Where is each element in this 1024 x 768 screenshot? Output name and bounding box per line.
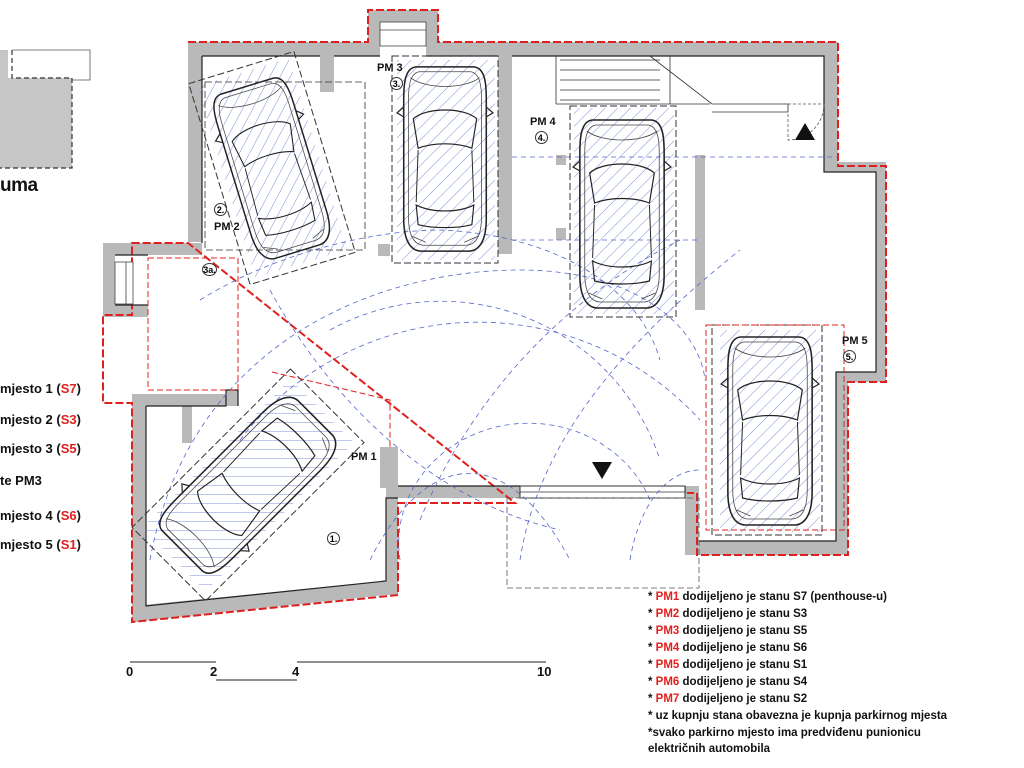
scale-label: 10: [537, 664, 552, 679]
parking-bay-3: [391, 55, 499, 264]
scale-label: 4: [292, 664, 300, 679]
parking-bay-3a: [147, 257, 239, 391]
allocation-note: * PM7 dodijeljeno je stanu S2: [648, 693, 808, 705]
allocation-note: * PM1 dodijeljeno je stanu S7 (penthouse…: [648, 591, 887, 603]
legend-row: mjesto 3 (S5): [0, 441, 81, 456]
building-outline: [102, 9, 887, 624]
legend-row: te PM3: [0, 473, 42, 488]
spot-label-pm2: PM 2: [214, 221, 240, 233]
spot-label-pm3: PM 3: [377, 62, 403, 74]
spot-number-5: 5.: [843, 350, 856, 363]
scale-bar: [130, 661, 546, 681]
spot-number-4: 4.: [535, 131, 548, 144]
allocation-note: * PM6 dodijeljeno je stanu S4: [648, 676, 808, 688]
spot-number-3a: 3a.: [202, 263, 217, 276]
spot-number-1: 1.: [327, 532, 340, 545]
spot-label-pm1: PM 1: [351, 451, 377, 463]
neighbor-building: [0, 49, 91, 169]
legend-row: mjesto 4 (S6): [0, 508, 81, 523]
scale-label: 2: [210, 664, 218, 679]
spot-number-2: 2.: [214, 203, 227, 216]
spot-number-3: 3.: [390, 77, 403, 90]
parking-bay-4: [569, 105, 677, 318]
exterior-walls: [103, 10, 886, 622]
spot-label-pm4: PM 4: [530, 116, 556, 128]
legend-row: mjesto 2 (S3): [0, 412, 81, 427]
legend-row: mjesto 1 (S7): [0, 381, 81, 396]
scale-label: 0: [126, 664, 134, 679]
allocation-note: * PM4 dodijeljeno je stanu S6: [648, 642, 808, 654]
charging-note: *svako parkirno mjesto ima predviđenu pu…: [648, 727, 921, 739]
legend-title-partial: uma: [0, 175, 38, 196]
parking-bay-2: [188, 50, 366, 286]
allocation-note: * PM3 dodijeljeno je stanu S5: [648, 625, 808, 637]
spot-label-pm5: PM 5: [842, 335, 868, 347]
door-swing: [787, 103, 825, 141]
charging-note-continued: električnih automobila: [648, 743, 771, 755]
allocation-note: * PM2 dodijeljeno je stanu S3: [648, 608, 808, 620]
purchase-note: * uz kupnju stana obavezna je kupnja par…: [648, 710, 948, 722]
parking-bay-5: [705, 324, 845, 536]
legend-row: mjesto 5 (S1): [0, 537, 81, 552]
allocation-note: * PM5 dodijeljeno je stanu S1: [648, 659, 808, 671]
staircase: [555, 55, 789, 113]
